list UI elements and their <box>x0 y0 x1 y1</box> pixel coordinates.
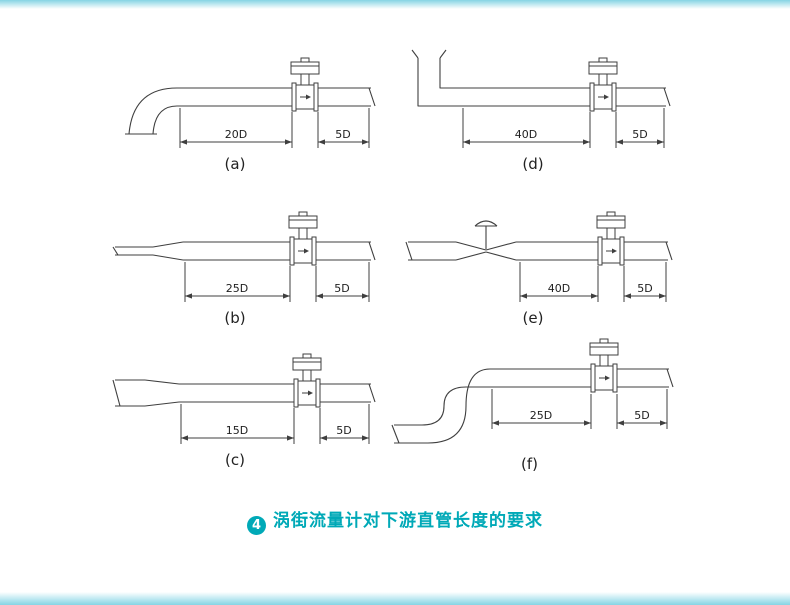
dim-label-downstream: 5D <box>335 128 350 141</box>
panel-b: 25D 5D (b) <box>85 196 385 327</box>
flowmeter-icon <box>588 57 618 112</box>
dimension-upstream: 25D <box>491 389 592 429</box>
diagram-a-elbow: 20D 5D <box>125 57 376 148</box>
pipe-outline <box>411 49 671 107</box>
panel-label-b: (b) <box>224 309 246 327</box>
caption-text: 涡街流量计对下游直管长度的要求 <box>273 511 543 531</box>
dim-label-downstream: 5D <box>632 128 647 141</box>
pipe-outline <box>125 87 376 135</box>
top-border <box>0 0 790 9</box>
dimension-downstream: 5D <box>615 108 665 148</box>
dim-label-upstream: 15D <box>226 424 248 437</box>
panel-label-a: (a) <box>224 155 246 173</box>
dimension-upstream: 40D <box>462 108 591 148</box>
flowmeter-icon <box>290 57 320 112</box>
caption-number-badge: 4 <box>247 516 266 535</box>
dimension-upstream: 20D <box>179 108 293 148</box>
dimension-downstream: 5D <box>317 108 370 148</box>
dimension-downstream: 5D <box>319 404 370 444</box>
panel-label-c: (c) <box>225 451 245 469</box>
flowmeter-icon <box>292 353 322 408</box>
dim-label-upstream: 20D <box>225 128 247 141</box>
dimension-upstream: 25D <box>184 262 291 302</box>
pipe-outline <box>391 368 674 444</box>
diagram-e-valve: 40D 5D <box>405 211 673 302</box>
diagram-f-sbend: 25D 5D <box>391 338 674 444</box>
panel-e: 40D 5D (e) <box>378 196 688 327</box>
valve-handle-icon <box>474 220 498 249</box>
diagram-d-riser: 40D 5D <box>411 49 671 148</box>
dimension-upstream: 40D <box>519 262 599 302</box>
figure-caption: 4 涡街流量计对下游直管长度的要求 <box>0 506 790 535</box>
dimension-downstream: 5D <box>623 262 667 302</box>
pipe-outline <box>405 241 673 261</box>
flowmeter-icon <box>288 211 318 266</box>
panel-a: 20D 5D (a) <box>85 42 385 173</box>
dim-label-downstream: 5D <box>336 424 351 437</box>
dimension-upstream: 15D <box>180 404 295 444</box>
panel-c: 15D 5D (c) <box>85 338 385 469</box>
dim-label-upstream: 40D <box>515 128 537 141</box>
bottom-border <box>0 592 790 605</box>
dim-label-downstream: 5D <box>634 409 649 422</box>
pipe-outline <box>112 379 376 407</box>
panel-d: 40D 5D (d) <box>378 42 688 173</box>
flowmeter-icon <box>596 211 626 266</box>
dim-label-upstream: 25D <box>530 409 552 422</box>
dimension-downstream: 5D <box>315 262 370 302</box>
flowmeter-icon <box>589 338 619 393</box>
diagram-b-expander: 25D 5D <box>112 211 376 302</box>
diagram-c-reducer: 15D 5D <box>112 353 376 444</box>
pipe-outline <box>112 241 376 261</box>
dimension-downstream: 5D <box>616 389 668 429</box>
panel-label-e: (e) <box>522 309 544 327</box>
panel-label-f: (f) <box>521 455 538 473</box>
panel-f: 25D 5D (f) <box>372 330 687 473</box>
dim-label-downstream: 5D <box>637 282 652 295</box>
dim-label-downstream: 5D <box>334 282 349 295</box>
dim-label-upstream: 25D <box>226 282 248 295</box>
panel-label-d: (d) <box>522 155 544 173</box>
dim-label-upstream: 40D <box>548 282 570 295</box>
